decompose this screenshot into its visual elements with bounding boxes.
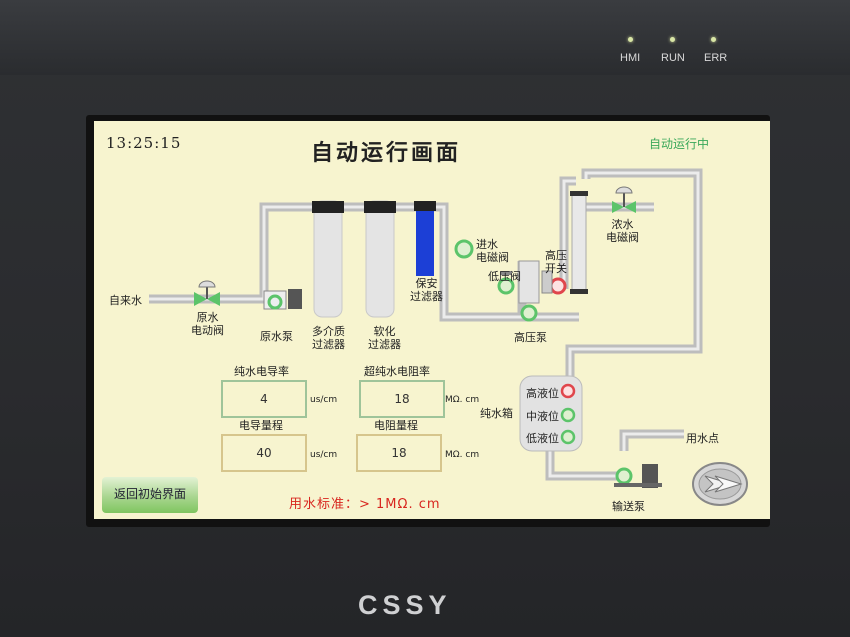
- high-pressure-switch-label: 高压 开关: [545, 249, 567, 275]
- high-pressure-pump-icon: [518, 260, 540, 322]
- softener-tank: [364, 200, 396, 318]
- conductivity-unit: us/cm: [310, 395, 338, 405]
- raw-valve-label: 原水 电动阀: [191, 311, 224, 337]
- brand-logo: CSSY: [358, 590, 452, 620]
- double-arrow-right-icon: [692, 462, 748, 506]
- resistivity-label: 超纯水电阻率: [364, 365, 430, 378]
- raw-water-valve: [194, 280, 220, 306]
- tap-water-label: 自来水: [109, 294, 142, 307]
- raw-water-pump: [263, 289, 302, 310]
- high-pressure-switch-icon: [541, 270, 567, 295]
- next-page-button[interactable]: [691, 461, 749, 507]
- resistivity-range-input[interactable]: 18: [356, 434, 442, 472]
- run-status: 自动运行中: [649, 137, 710, 151]
- clock: 13:25:15: [106, 134, 182, 152]
- concentrate-solenoid-valve: [612, 186, 636, 213]
- multimedia-filter-tank: [312, 200, 344, 318]
- inlet-solenoid-valve: [454, 239, 474, 259]
- hmi-bezel-top: [0, 0, 850, 75]
- softener-label: 软化 过滤器: [368, 325, 401, 351]
- back-to-home-button[interactable]: 返回初始界面: [102, 477, 198, 513]
- level-high-label: 高液位: [526, 387, 559, 400]
- resistivity-value: 18: [359, 380, 445, 418]
- level-mid-label: 中液位: [526, 410, 559, 423]
- pure-tank-label: 纯水箱: [480, 407, 513, 420]
- conductivity-label: 纯水电导率: [234, 365, 289, 378]
- conductivity-range-label: 电导量程: [239, 419, 283, 432]
- status-leds: HMI RUN ERR: [618, 32, 738, 72]
- low-pressure-valve-label: 低压阀: [488, 270, 521, 283]
- page-title: 自动运行画面: [311, 141, 462, 166]
- security-filter-label: 保安 过滤器: [410, 277, 443, 303]
- run-led: [670, 37, 675, 42]
- high-pressure-pump-label: 高压泵: [514, 331, 547, 344]
- tank-outlet-pipe: [545, 451, 624, 481]
- multi-filter-label: 多介质 过滤器: [312, 325, 345, 351]
- process-diagram: [149, 168, 703, 488]
- inlet-valve-label: 进水 电磁阀: [476, 238, 509, 264]
- conductivity-range-input[interactable]: 40: [221, 434, 307, 472]
- resistivity-range-label: 电阻量程: [374, 419, 418, 432]
- water-standard: 用水标准：> 1MΩ. cm: [289, 497, 441, 512]
- security-filter: [414, 201, 436, 276]
- run-led-label: RUN: [661, 52, 685, 64]
- hmi-led: [628, 37, 633, 42]
- err-led: [711, 37, 716, 42]
- concentrate-valve-label: 浓水 电磁阀: [606, 218, 639, 244]
- raw-pump-label: 原水泵: [260, 330, 293, 343]
- ro-membrane: [570, 191, 588, 294]
- pump-riser-pipe: [259, 202, 322, 299]
- err-led-label: ERR: [704, 52, 728, 64]
- resistivity-unit: MΩ. cm: [445, 395, 480, 405]
- pure-water-tank: [519, 375, 583, 452]
- low-pressure-valve-icon: [497, 271, 515, 295]
- resistivity-range-unit: MΩ. cm: [445, 450, 480, 460]
- hmi-led-label: HMI: [620, 52, 641, 64]
- conductivity-range-unit: us/cm: [310, 450, 338, 460]
- level-low-label: 低液位: [526, 432, 559, 445]
- hmi-screen: 13:25:15 自动运行画面 自动运行中 自来水 原水 电动阀 原水泵 多介质…: [94, 121, 770, 519]
- transfer-pump-icon: [614, 464, 662, 488]
- transfer-pump-label: 输送泵: [612, 500, 645, 513]
- use-point-label: 用水点: [686, 432, 719, 445]
- conductivity-value: 4: [221, 380, 307, 418]
